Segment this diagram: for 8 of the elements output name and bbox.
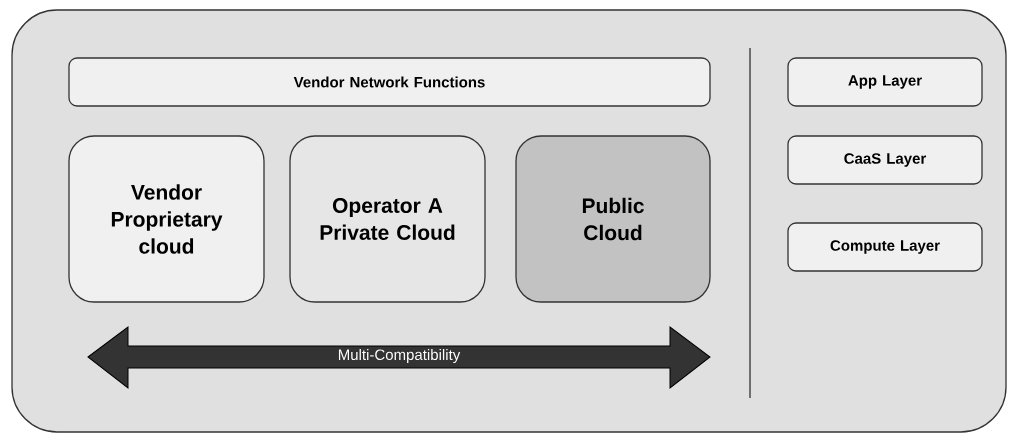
- layer-box: Vendor Network Functions: [68, 57, 711, 107]
- cloud-box: Public Cloud: [515, 135, 711, 303]
- cloud-box: Vendor Proprietary cloud: [68, 135, 265, 303]
- arrow-label: Multi-Compatibility: [338, 349, 461, 363]
- layer-box: CaaS Layer: [787, 135, 983, 185]
- layer-box: Compute Layer: [787, 222, 983, 272]
- cloud-box: Operator A Private Cloud: [289, 135, 486, 303]
- layer-box: App Layer: [787, 57, 983, 107]
